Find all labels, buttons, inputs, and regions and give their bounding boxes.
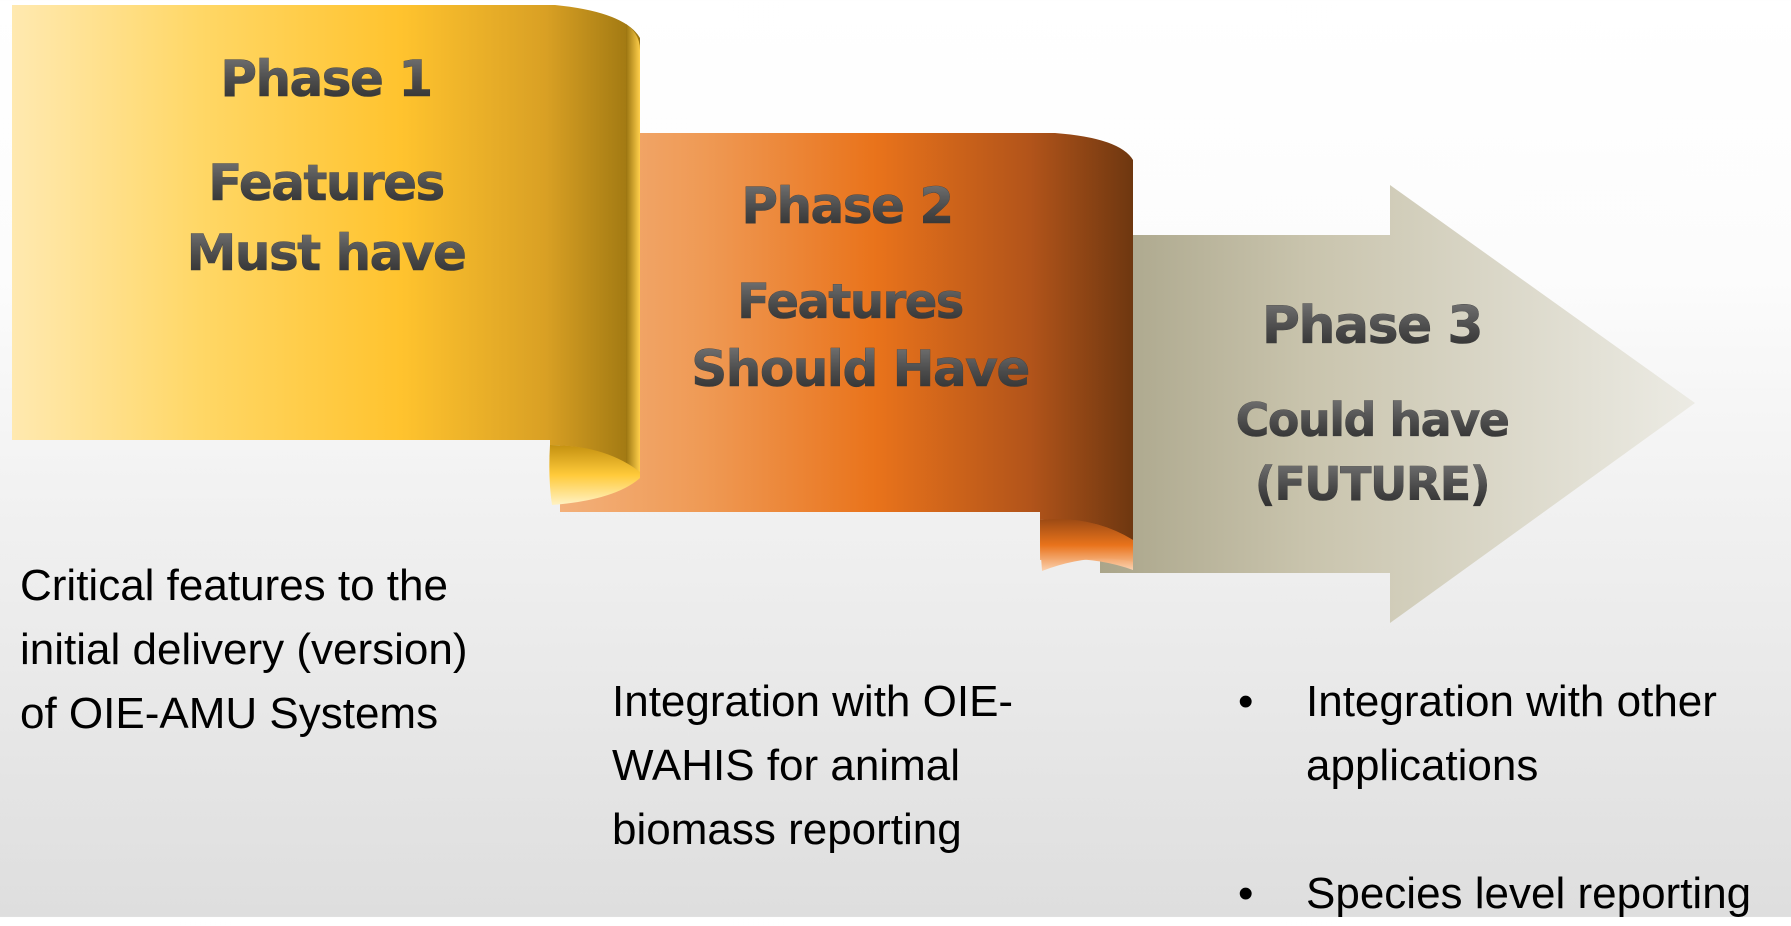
phase-1-title: Phase 1 [220, 50, 431, 108]
bullet-text-line: Species level reporting [1306, 869, 1752, 918]
phase-2-title: Phase 2 [741, 177, 952, 235]
phase-1-heading: Phase 1 Features Must have [186, 50, 467, 283]
phase-2-description-line: Integration with OIE- [612, 677, 1014, 726]
phase-1-description: Critical features to the initial deliver… [20, 554, 467, 746]
phase-2-line-2: Should Have [691, 340, 1028, 398]
phase-3-heading: Phase 3 Could have (FUTURE) [1235, 296, 1510, 512]
bullet-icon: • [1238, 677, 1254, 726]
bullet-text-line: Integration with other [1306, 677, 1717, 726]
bullet-text-line: applications [1306, 741, 1539, 790]
phase-3-bullet-item: • Species level reporting [1238, 862, 1751, 926]
phase-3-title: Phase 3 [1262, 296, 1482, 356]
phase-2-description-line: biomass reporting [612, 805, 962, 854]
phase-1-line-1: Features [208, 154, 444, 212]
phase-3-bullet-list: • Integration with other applications • … [1238, 670, 1751, 926]
phase-3-bullet-item: • Integration with other applications [1238, 670, 1751, 798]
phase-2-description: Integration with OIE- WAHIS for animal b… [612, 670, 1013, 862]
phase-1-line-2: Must have [187, 224, 466, 282]
phase-3-line-2: (FUTURE) [1255, 457, 1489, 511]
phase-2-heading: Phase 2 Features Should Have [691, 177, 1031, 399]
phase-1-description-line: Critical features to the [20, 561, 448, 610]
phase-1-description-line: initial delivery (version) [20, 625, 468, 674]
phase-2-line-1: Features [737, 274, 963, 330]
phase-3-line-1: Could have [1236, 393, 1509, 447]
phase-1-shape [12, 5, 640, 505]
phase-2-shape [560, 133, 1133, 571]
phase-3-shape [1100, 185, 1695, 623]
phase-2-description-line: WAHIS for animal [612, 741, 961, 790]
phase-1-description-line: of OIE-AMU Systems [20, 689, 439, 738]
bullet-icon: • [1238, 869, 1254, 918]
